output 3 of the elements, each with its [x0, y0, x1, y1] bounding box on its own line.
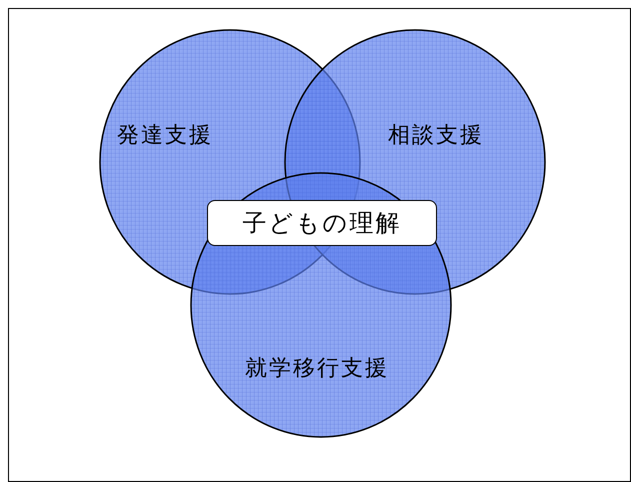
circle-label: 発達支援 [117, 122, 213, 150]
circle-label: 相談支援 [388, 122, 484, 150]
circle-label: 就学移行支援 [245, 355, 389, 383]
